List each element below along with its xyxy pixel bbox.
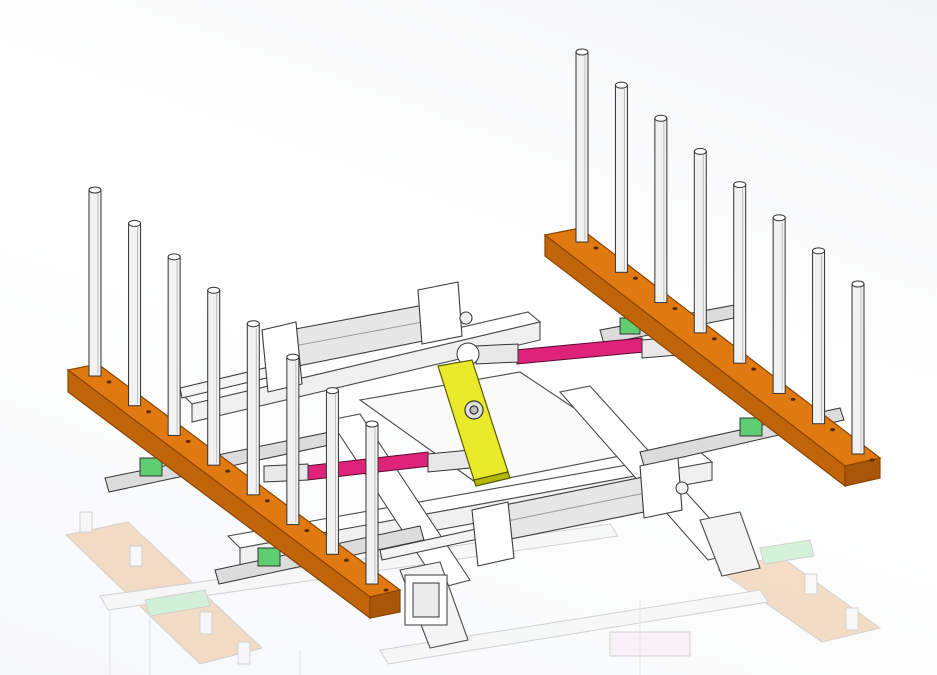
cylinder-fitting [459,311,473,325]
slider-block [739,417,763,437]
rod-end [427,449,471,473]
ghost-plate-left [64,521,264,665]
lower-channel-right [699,511,761,577]
cylinder-end-cap-front [417,281,463,345]
slider-block [257,547,281,567]
square-tube-inner [412,582,440,618]
plate-side-face [369,589,401,619]
locating-pin [772,214,796,402]
locating-pin [286,353,310,533]
locating-pin [207,286,231,473]
rod-end [263,463,309,483]
locating-pin [812,247,836,432]
locating-pin [851,280,875,462]
locating-pin [575,48,599,250]
locating-pin [88,186,112,384]
cylinder-end-cap-front [639,457,683,519]
cylinder-fitting [675,481,689,495]
locating-pin [733,181,757,371]
ghost-slider-left [144,589,211,617]
lower-pneumatic-cylinder [379,457,689,567]
left-pin-plate [66,186,402,620]
center-pivot-link-arm [437,359,511,487]
rear-long-rail-face [191,321,541,423]
slider-block [139,457,163,477]
plate-side-face [844,457,881,487]
ghost-vertical-lines [109,600,641,675]
ghost-slider-right [759,539,815,565]
locating-pin [128,219,152,414]
ghost-plate-right [716,555,882,643]
locating-pin [246,320,270,503]
locating-pin [325,387,349,562]
rod-end [475,343,519,365]
ghost-pin-stubs [79,511,859,665]
cylinder-end-cap-rear [471,501,515,567]
locating-pin [693,147,717,341]
locating-pin [365,420,389,592]
right-pin-plate [543,48,882,488]
locating-pin [654,114,678,311]
ghost-rail-right [379,589,769,665]
locating-pin [614,81,638,280]
ghost-tube [609,631,691,657]
locating-pin [167,253,191,444]
